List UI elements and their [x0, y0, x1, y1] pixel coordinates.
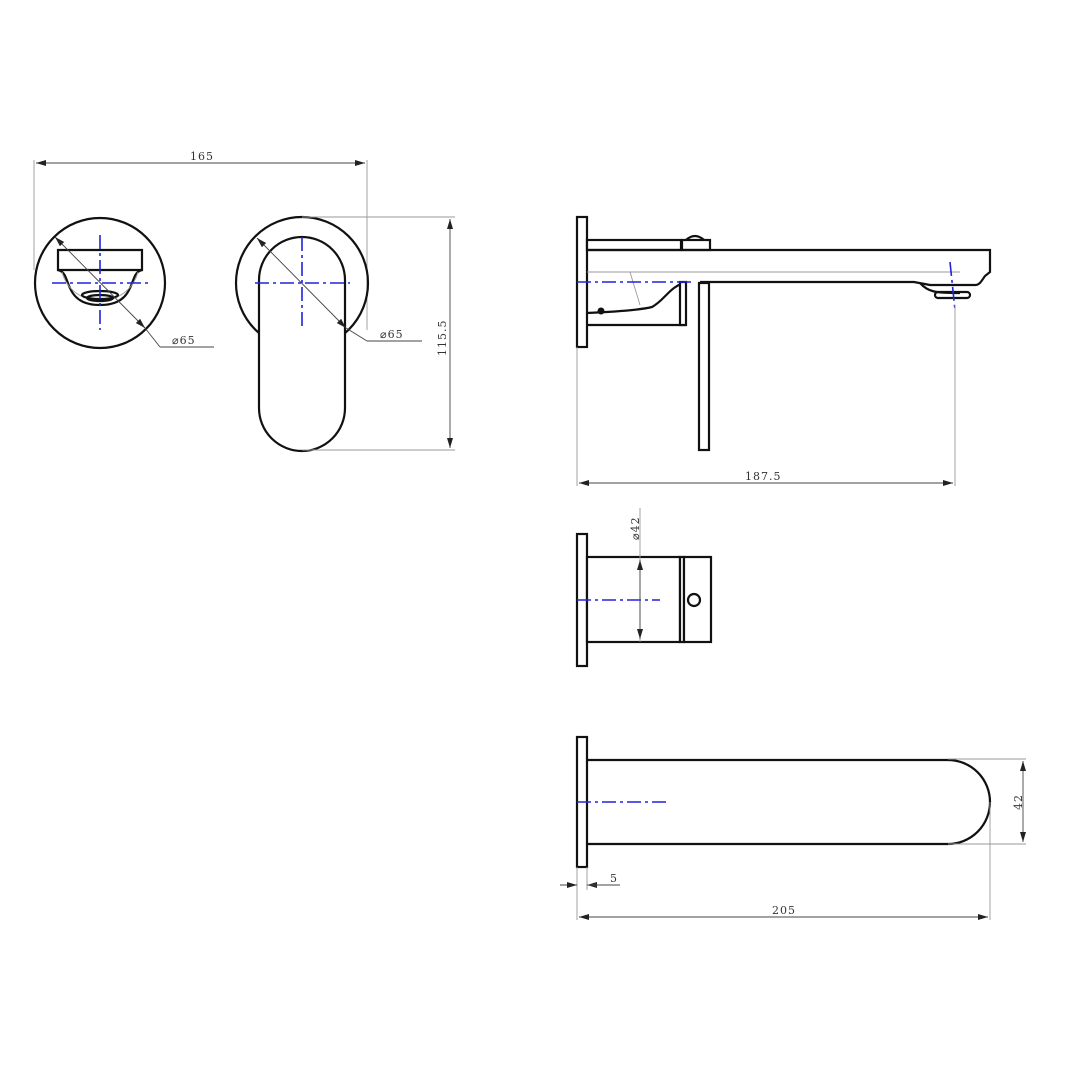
spout-top-view: 42 5 205: [560, 735, 1026, 920]
dimension-label-165: 165: [190, 150, 214, 163]
dimension-label-mixer-body-diameter: ⌀42: [629, 516, 642, 540]
dimension-label-115-5: 115.5: [436, 320, 449, 357]
dimension-label-205: 205: [772, 904, 796, 917]
mixer-front-view: ⌀65: [234, 215, 422, 453]
dimension-overall-width: 165: [33, 150, 368, 330]
dimension-label-plate-thickness: 5: [610, 872, 618, 885]
mixer-side-view: ⌀42: [575, 508, 713, 668]
dimension-label-mixer-diameter: ⌀65: [380, 328, 404, 341]
dimension-label-187-5: 187.5: [745, 470, 782, 483]
dimension-mixer-height: 115.5: [302, 216, 455, 451]
dimension-label-spout-diameter: ⌀65: [172, 334, 196, 347]
spout-front-view: ⌀65: [33, 216, 214, 350]
dimension-label-spout-width: 42: [1012, 794, 1025, 810]
spout-side-view: 187.5: [575, 215, 992, 486]
